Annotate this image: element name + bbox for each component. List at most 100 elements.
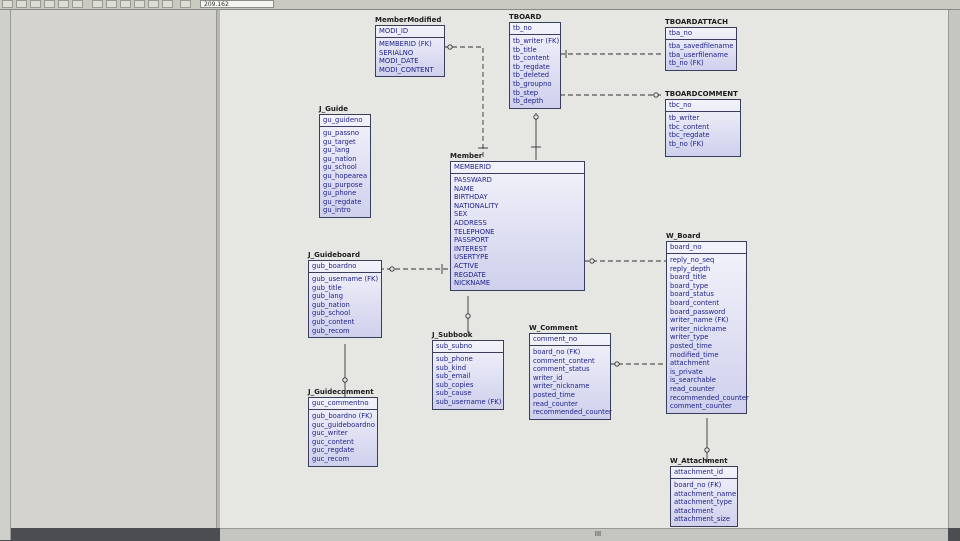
entity-attribute: board_type — [670, 281, 709, 290]
entity-attribute: board_status — [670, 290, 714, 299]
entity-attribute: posted_time — [533, 390, 575, 399]
entity-attribute: board_no (FK) — [533, 348, 581, 356]
entity-attribute: gub_boardno (FK) — [312, 412, 373, 420]
entity-j-guidecomment[interactable]: J_Guidecomment guc_commentno gub_boardno… — [308, 388, 378, 467]
toolbar-button[interactable] — [44, 0, 55, 8]
entity-title: J_Subbook — [432, 331, 473, 339]
entity-title: W_Board — [666, 232, 701, 240]
toolbar-button[interactable] — [180, 0, 191, 8]
entity-attribute: MODI_DATE — [379, 57, 419, 66]
toolbar-button[interactable] — [72, 0, 83, 8]
entity-pk: attachment_id — [674, 468, 724, 476]
entity-attribute: MODI_CONTENT — [379, 65, 434, 74]
toolbar: 209.162 — [0, 0, 960, 10]
entity-attribute: read_counter — [670, 384, 715, 393]
entity-attribute: tb_depth — [513, 97, 544, 106]
entity-pk: gub_boardno — [312, 262, 357, 270]
entity-attribute: tbc_regdate — [669, 131, 710, 140]
entity-attribute: attachment — [670, 359, 710, 368]
entity-attribute: ACTIVE — [454, 261, 479, 270]
entity-attribute: modified_time — [670, 350, 719, 359]
entity-title: J_Guidecomment — [308, 388, 374, 396]
entity-attribute: guc_content — [312, 437, 354, 446]
entity-attribute: tb_title — [513, 45, 537, 54]
entity-tboard[interactable]: TBOARD tb_no tb_writer (FK) tb_title tb_… — [509, 13, 561, 109]
entity-attribute: sub_copies — [436, 380, 474, 389]
entity-pk: comment_no — [533, 335, 578, 343]
toolbar-button[interactable] — [30, 0, 41, 8]
entity-attribute: gu_intro — [323, 206, 351, 215]
entity-attribute: tb_step — [513, 88, 539, 97]
entity-title: J_Guide — [319, 105, 348, 113]
relationship-end-marker — [589, 258, 595, 264]
entity-attribute: gu_phone — [323, 189, 357, 198]
entity-attribute: gu_school — [323, 163, 357, 172]
entity-w-comment[interactable]: W_Comment comment_no board_no (FK) comme… — [529, 324, 612, 420]
relationship-end-marker — [465, 313, 471, 319]
toolbar-button[interactable] — [92, 0, 103, 8]
toolbar-button[interactable] — [2, 0, 13, 8]
entity-j-guide[interactable]: J_Guide gu_guideno gu_passno gu_target g… — [319, 105, 371, 218]
entity-attribute: sub_kind — [436, 363, 467, 372]
vertical-scrollbar[interactable] — [948, 10, 960, 528]
diagram-canvas[interactable]: MemberModified MODI_ID MEMBERID (FK) SER… — [220, 10, 948, 528]
entity-attribute: recommended_counter — [533, 408, 612, 417]
entity-pk: board_no — [670, 243, 702, 251]
scroll-grip[interactable]: III — [594, 530, 602, 538]
entity-attribute: reply_no_seq — [670, 256, 715, 264]
entity-pk: MODI_ID — [379, 27, 409, 35]
toolbar-button[interactable] — [120, 0, 131, 8]
toolbar-button[interactable] — [106, 0, 117, 8]
entity-attribute: tba_userfilename — [669, 50, 728, 59]
entity-tboardattach[interactable]: TBOARDATTACH tba_no tba_savedfilename tb… — [665, 18, 737, 71]
entity-attribute: tb_regdate — [513, 62, 550, 71]
entity-attribute: gub_school — [312, 309, 351, 318]
entity-attribute: USERTYPE — [454, 253, 489, 262]
entity-j-subbook[interactable]: J_Subbook sub_subno sub_phone sub_kind s… — [432, 331, 504, 410]
entity-title: MemberModified — [375, 16, 442, 24]
entity-attribute: tb_no (FK) — [669, 139, 704, 148]
entity-attribute: gu_target — [323, 137, 356, 146]
entity-attribute: board_title — [670, 273, 707, 282]
entity-membermodified[interactable]: MemberModified MODI_ID MEMBERID (FK) SER… — [375, 16, 445, 78]
entity-attribute: NATIONALITY — [454, 201, 499, 210]
entity-attribute: writer_type — [670, 333, 709, 342]
toolbar-button[interactable] — [134, 0, 145, 8]
entity-member[interactable]: Member MEMBERID PASSWARD NAME BIRTHDAY N… — [450, 152, 585, 291]
toolbar-button[interactable] — [148, 0, 159, 8]
entity-attribute: comment_counter — [670, 402, 732, 411]
relationship-lines — [342, 44, 710, 462]
toolbar-button[interactable] — [16, 0, 27, 8]
entity-attribute: gub_lang — [312, 292, 344, 301]
entity-attribute: comment_status — [533, 365, 590, 374]
relationship-end-marker — [614, 361, 620, 367]
entity-attribute: gu_hopearea — [323, 171, 368, 180]
entity-attribute: ADDRESS — [454, 218, 487, 227]
entity-j-guideboard[interactable]: J_Guideboard gub_boardno gub_username (F… — [308, 251, 382, 339]
entity-attribute: sub_username (FK) — [436, 397, 502, 406]
toolbar-button[interactable] — [58, 0, 69, 8]
entity-attribute: gub_recom — [312, 326, 350, 335]
entity-attribute: gu_lang — [323, 146, 350, 155]
entity-pk: gu_guideno — [323, 116, 363, 124]
entity-attribute: BIRTHDAY — [454, 193, 488, 202]
entity-w-attachment[interactable]: W_Attachment attachment_id board_no (FK)… — [670, 457, 738, 527]
entity-attribute: sub_phone — [436, 355, 473, 363]
entity-attribute: tb_no (FK) — [669, 59, 704, 68]
zoom-combo[interactable]: 209.162 — [200, 0, 274, 8]
left-panel-strip — [0, 10, 11, 540]
entity-w-board[interactable]: W_Board board_no reply_no_seq reply_dept… — [666, 232, 749, 414]
entity-attribute: sub_email — [436, 372, 471, 381]
entity-tboardcomment[interactable]: TBOARDCOMMENT tbc_no tb_writer tbc_conte… — [665, 90, 741, 157]
horizontal-scrollbar[interactable]: III — [220, 528, 948, 541]
entity-attribute: tbc_content — [669, 122, 710, 131]
entity-attribute: reply_depth — [670, 264, 711, 273]
entity-attribute: is_searchable — [670, 376, 716, 385]
toolbar-button[interactable] — [162, 0, 173, 8]
entity-attribute: tb_deleted — [513, 71, 550, 80]
entity-attribute: is_private — [670, 367, 703, 376]
entity-attribute: guc_regdate — [312, 446, 355, 455]
entity-attribute: NICKNAME — [454, 279, 491, 288]
panel-splitter[interactable] — [216, 10, 221, 528]
entity-attribute: board_no (FK) — [674, 481, 722, 489]
